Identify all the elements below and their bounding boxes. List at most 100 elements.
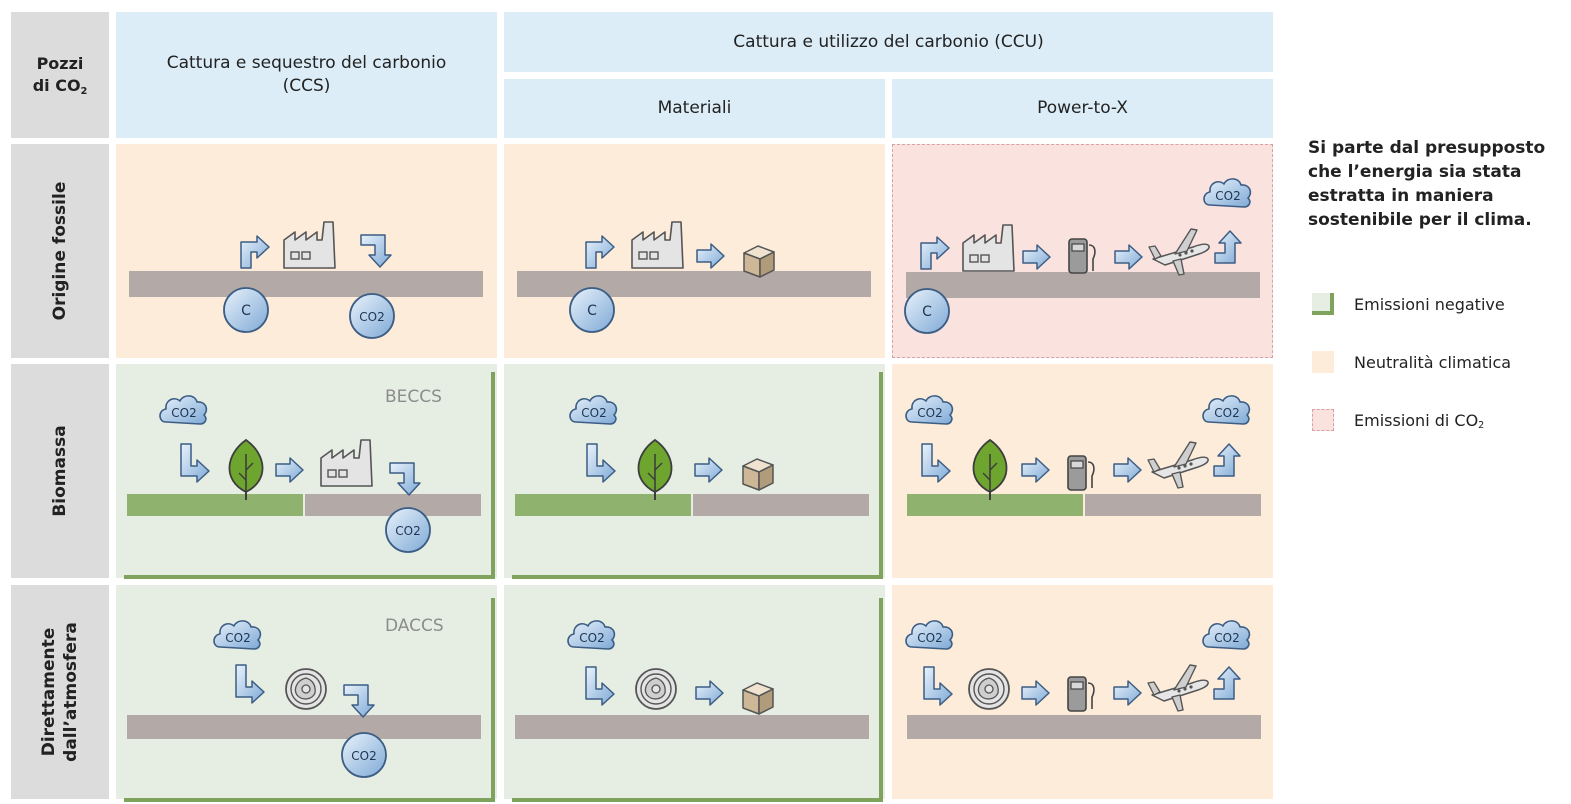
cell-direct-air-power-to-x: CO2 CO2 [892, 585, 1273, 799]
cell-biomass-power-to-x: CO2 CO2 [892, 364, 1273, 578]
legend-label-emissions: Emissioni di CO2 [1354, 410, 1484, 432]
row-header-biomass: Biomassa [11, 364, 109, 578]
carbon-extraction-arrow-icon [920, 236, 950, 270]
ccs-header-line1: Cattura e sequestro del carbonio [166, 53, 447, 74]
cell-direct-air-ccs: CO2 CO2 DACCS [116, 585, 497, 799]
flow-arrow-icon [1114, 244, 1143, 270]
direct-air-line1: Direttamente [38, 627, 59, 757]
absorption-arrow-icon [921, 443, 951, 483]
airplane-icon [1147, 664, 1209, 712]
storage-arrow-icon [389, 462, 421, 496]
co2-label: CO2 [171, 406, 196, 420]
cell-biomass-materials: CO2 [504, 364, 885, 578]
corner-line2-subscript: 2 [80, 85, 88, 97]
column-header-ccs: Cattura e sequestro del carbonio (CCS) [116, 12, 497, 138]
legend-swatch-emissions [1312, 409, 1334, 431]
storage-arrow-icon [360, 234, 392, 268]
cell-fossil-power-to-x: CO2 C [892, 144, 1273, 358]
row-header-direct-air-label: Direttamente dall’atmosfera [38, 622, 82, 762]
ccu-header-label: Cattura e utilizzo del carbonio (CCU) [733, 31, 1044, 52]
co2-label: CO2 [917, 631, 942, 645]
flow-arrow-icon [694, 457, 723, 483]
cell-fossil-materials: C [504, 144, 885, 358]
ground-surface [517, 271, 871, 297]
negative-bracket [124, 798, 495, 802]
capture-arrow-icon [585, 666, 615, 706]
column-header-ccu: Cattura e utilizzo del carbonio (CCU) [504, 12, 1273, 72]
legend-swatch-neutral [1312, 351, 1334, 373]
material-box-icon [742, 458, 774, 491]
capture-arrow-icon [923, 666, 953, 706]
negative-bracket [512, 575, 883, 579]
legend-swatch-negative [1312, 293, 1334, 315]
legend-emissions-text: Emissioni di CO [1354, 410, 1479, 430]
column-header-power-to-x: Power-to-X [892, 79, 1273, 138]
legend-label-negative: Emissioni negative [1354, 294, 1505, 314]
legend-item-neutral: Neutralità climatica [1312, 349, 1511, 375]
factory-icon [320, 439, 373, 487]
row-header-biomass-label: Biomassa [49, 425, 70, 517]
co2-label: CO2 [225, 631, 250, 645]
tree-icon [637, 439, 673, 501]
co2-label: CO2 [579, 631, 604, 645]
legend-label-neutral: Neutralità climatica [1354, 352, 1512, 372]
flow-arrow-icon [1113, 457, 1142, 483]
row-header-fossil: Origine fossile [11, 144, 109, 358]
daccs-tag: DACCS [385, 616, 444, 636]
ccs-header-line2: (CCS) [282, 76, 331, 96]
flow-arrow-icon [1021, 457, 1050, 483]
co2-label: CO2 [359, 310, 384, 324]
ground-vegetation [515, 494, 691, 516]
legend-note: Si parte dal presupposto che l’energia s… [1308, 138, 1546, 231]
carbon-extraction-arrow-icon [585, 235, 615, 269]
ground-surface [693, 494, 869, 516]
biomass-ccs-illustration: CO2 CO2 [127, 395, 481, 553]
row-header-fossil-label: Origine fossile [49, 181, 70, 321]
biomass-power-illustration: CO2 CO2 [905, 395, 1261, 516]
cell-biomass-ccs: CO2 CO2 BECCS [116, 364, 497, 578]
negative-bracket [879, 598, 883, 802]
flow-arrow-icon [696, 243, 725, 269]
factory-icon [962, 224, 1015, 272]
co2-label: CO2 [351, 749, 376, 763]
flow-arrow-icon [1021, 680, 1050, 706]
cell-fossil-ccs: C CO2 [116, 144, 497, 358]
air-capture-unit-icon [285, 668, 327, 710]
direct-air-materials-illustration: CO2 [515, 620, 869, 739]
flow-arrow-icon [1022, 244, 1051, 270]
direct-air-line2: dall’atmosfera [61, 622, 81, 762]
co2-label: CO2 [917, 406, 942, 420]
fossil-power-illustration: CO2 C [904, 178, 1260, 334]
biomass-materials-illustration: CO2 [515, 395, 869, 516]
column-header-materials: Materiali [504, 79, 885, 138]
power-header-label: Power-to-X [1037, 98, 1128, 119]
air-capture-unit-icon [968, 668, 1010, 710]
negative-bracket [879, 372, 883, 578]
fossil-ccs-illustration: C CO2 [129, 221, 483, 339]
factory-icon [631, 221, 684, 269]
beccs-tag: BECCS [385, 387, 442, 407]
corner-line2-text: di CO [32, 76, 81, 95]
carbon-label: C [922, 304, 932, 320]
corner-header-line1: Pozzi [36, 53, 84, 73]
material-box-icon [743, 245, 775, 278]
carbon-label: C [587, 303, 597, 319]
emission-up-arrow-icon [1213, 443, 1241, 477]
ground-surface [305, 494, 481, 516]
ground-surface [127, 715, 481, 739]
co2-label: CO2 [395, 524, 420, 538]
carbon-label: C [241, 303, 251, 319]
carbon-extraction-arrow-icon [240, 235, 270, 269]
absorption-arrow-icon [180, 443, 210, 483]
co2-label: CO2 [1214, 406, 1239, 420]
absorption-arrow-icon [586, 443, 616, 483]
direct-air-ccs-illustration: CO2 CO2 [127, 620, 481, 778]
capture-arrow-icon [235, 664, 265, 704]
flow-arrow-icon [695, 680, 724, 706]
fuel-pump-icon [1068, 238, 1096, 274]
ground-vegetation [127, 494, 303, 516]
flow-arrow-icon [1113, 680, 1142, 706]
materials-header-label: Materiali [657, 98, 732, 119]
emission-up-arrow-icon [1213, 666, 1241, 700]
direct-air-power-illustration: CO2 CO2 [905, 620, 1261, 739]
